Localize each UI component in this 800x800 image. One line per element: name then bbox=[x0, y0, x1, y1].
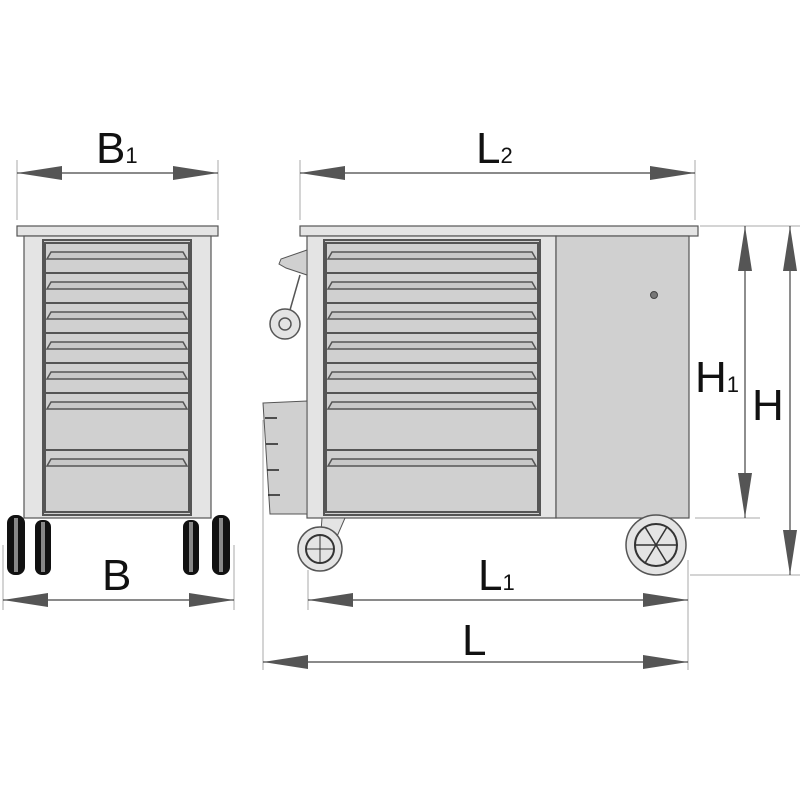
dimension-label-b1: B1 bbox=[96, 124, 138, 173]
arrowhead-icon bbox=[308, 593, 353, 607]
side-drawers bbox=[325, 242, 539, 513]
arrowhead-icon bbox=[263, 655, 308, 669]
drawer[interactable] bbox=[44, 272, 190, 304]
dimension-lines bbox=[3, 166, 797, 669]
fixed-wheel bbox=[625, 514, 687, 576]
front-view-trolley bbox=[7, 225, 230, 575]
drawer[interactable] bbox=[44, 392, 190, 451]
dimension-h bbox=[783, 226, 797, 575]
dimension-label-b: B bbox=[102, 551, 131, 600]
drawer-handle-icon bbox=[45, 371, 189, 380]
drawer-handle-icon bbox=[45, 311, 189, 320]
drawer-handle-icon bbox=[326, 371, 538, 380]
dimension-label-l1: L1 bbox=[478, 551, 515, 600]
dimension-label-l2: L2 bbox=[476, 124, 513, 173]
dimension-l bbox=[263, 655, 688, 669]
side-bin bbox=[262, 400, 308, 515]
arrowhead-icon bbox=[643, 593, 688, 607]
drawer-handle-icon bbox=[45, 251, 189, 260]
drawer[interactable] bbox=[44, 302, 190, 334]
extension-lines bbox=[2, 160, 800, 670]
arrowhead-icon bbox=[783, 226, 797, 271]
drawer-handle-icon bbox=[326, 458, 538, 467]
drawer-handle-icon bbox=[326, 281, 538, 290]
side-view-trolley bbox=[262, 225, 699, 576]
dimension-label-h1: H1 bbox=[695, 353, 739, 402]
arrowhead-icon bbox=[3, 593, 48, 607]
drawer-handle-icon bbox=[45, 341, 189, 350]
front-drawers bbox=[44, 242, 190, 513]
dimension-label-l: L bbox=[462, 616, 486, 665]
dimension-l1 bbox=[308, 593, 688, 607]
dimension-label-h: H bbox=[752, 381, 784, 430]
arrowhead-icon bbox=[17, 166, 62, 180]
drawer-handle-icon bbox=[45, 458, 189, 467]
arrowhead-icon bbox=[650, 166, 695, 180]
drawer[interactable] bbox=[44, 242, 190, 274]
arrowhead-icon bbox=[738, 473, 752, 518]
door-lock-icon bbox=[650, 291, 658, 299]
drawer[interactable] bbox=[44, 332, 190, 364]
drawer-handle-icon bbox=[326, 311, 538, 320]
arrowhead-icon bbox=[783, 530, 797, 575]
side-worktop bbox=[299, 225, 699, 237]
drawer[interactable] bbox=[325, 362, 539, 394]
drawer[interactable] bbox=[325, 332, 539, 364]
swivel-caster bbox=[297, 517, 346, 572]
dimension-b1 bbox=[17, 166, 218, 180]
front-worktop bbox=[16, 225, 219, 237]
dimension-l2 bbox=[300, 166, 695, 180]
arrowhead-icon bbox=[189, 593, 234, 607]
cabinet-door bbox=[555, 235, 690, 519]
drawer-handle-icon bbox=[326, 251, 538, 260]
drawer-handle-icon bbox=[326, 401, 538, 410]
drawer[interactable] bbox=[325, 302, 539, 334]
front-casters bbox=[7, 515, 230, 575]
arrowhead-icon bbox=[173, 166, 218, 180]
handle-roll-icon bbox=[269, 308, 301, 340]
dimension-h1 bbox=[738, 226, 752, 518]
drawer[interactable] bbox=[325, 242, 539, 274]
drawer[interactable] bbox=[44, 362, 190, 394]
drawer[interactable] bbox=[325, 392, 539, 451]
drawer[interactable] bbox=[325, 272, 539, 304]
arrowhead-icon bbox=[300, 166, 345, 180]
dimension-b bbox=[3, 593, 234, 607]
push-handle-icon bbox=[278, 249, 308, 276]
drawer[interactable] bbox=[325, 449, 539, 513]
drawer-handle-icon bbox=[45, 281, 189, 290]
drawer-handle-icon bbox=[45, 401, 189, 410]
arrowhead-icon bbox=[643, 655, 688, 669]
drawer[interactable] bbox=[44, 449, 190, 513]
arrowhead-icon bbox=[738, 226, 752, 271]
drawer-handle-icon bbox=[326, 341, 538, 350]
